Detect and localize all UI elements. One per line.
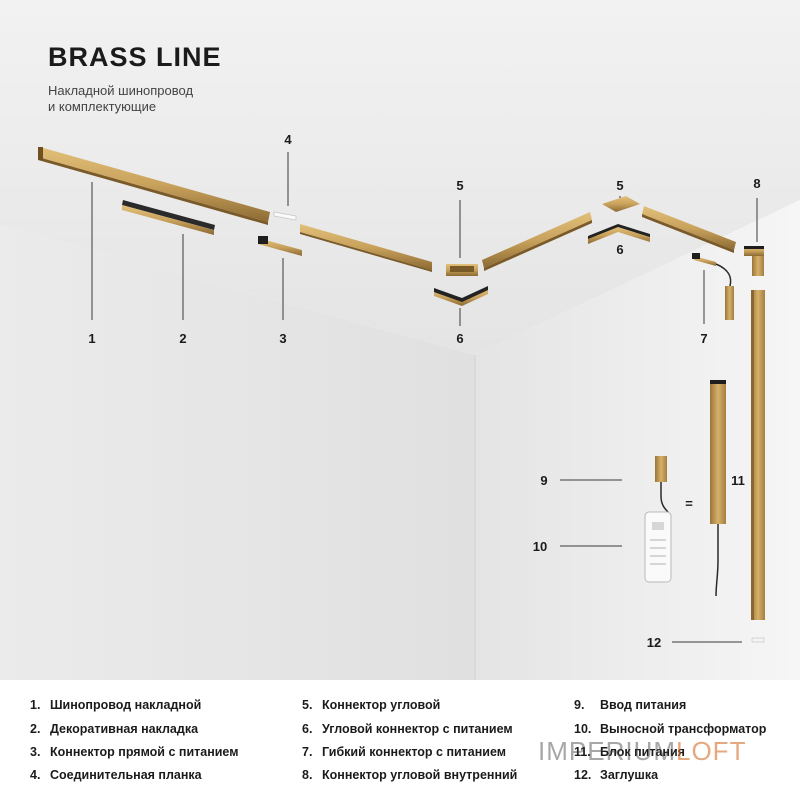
legend-number: 2. [30, 722, 41, 736]
power-corner-connector-right [588, 224, 650, 244]
legend-number: 6. [302, 722, 313, 736]
legend-number: 9. [574, 698, 585, 712]
callout-6a: 6 [456, 331, 463, 346]
power-supply-block [710, 380, 726, 597]
parts-legend: 1. Шинопровод накладной 2. Декоративная на… [0, 680, 800, 800]
legend-text: Ввод питания [600, 698, 687, 712]
legend-text: Заглушка [600, 768, 659, 782]
page-subtitle: Накладной шинопровод и комплектующие [48, 83, 193, 115]
watermark-logo: IMPERIUMLOFT [538, 736, 746, 767]
callout-12: 12 [647, 635, 661, 650]
callout-7: 7 [700, 331, 707, 346]
callout-4: 4 [284, 132, 292, 147]
legend-number: 3. [30, 745, 41, 759]
legend-number: 5. [302, 698, 313, 712]
legend-text: Блок питания [600, 745, 685, 759]
legend-number: 8. [302, 768, 313, 782]
legend-text: Гибкий коннектор с питанием [322, 745, 507, 759]
legend-text: Угловой коннектор с питанием [322, 722, 513, 736]
legend-text: Коннектор угловой [322, 698, 441, 712]
callout-8: 8 [753, 176, 760, 191]
room-scene: 1 2 3 4 5 6 5 6 7 8 9 10 11 12 = [0, 0, 800, 680]
subtitle-line-1: Накладной шинопровод [48, 83, 194, 98]
decorative-cover [122, 200, 215, 235]
ceiling-plane [0, 0, 800, 355]
watermark-part-1: IMPERIUM [538, 736, 676, 766]
corner-connector-left [446, 264, 478, 276]
page-title: BRASS LINE [48, 42, 222, 72]
legend-number: 7. [302, 745, 313, 759]
legend-text: Коннектор угловой внутренний [322, 768, 518, 782]
legend-number: 11. [574, 745, 591, 759]
corner-connector-right [602, 196, 640, 212]
legend-number: 1. [30, 698, 41, 712]
legend-number: 12. [574, 768, 592, 782]
legend-item: 11. Блок питания [574, 745, 685, 759]
callout-lines [91, 152, 758, 643]
legend-item: 12. Заглушка [574, 768, 658, 782]
track-segment-3 [482, 212, 592, 271]
legend-text: Соединительная планка [50, 768, 202, 782]
callout-5b: 5 [616, 178, 623, 193]
legend-number: 4. [30, 768, 41, 782]
legend-text: Шинопровод накладной [50, 698, 202, 712]
legend-text: Выносной трансформатор [600, 722, 767, 736]
callout-6b: 6 [616, 242, 623, 257]
remote-transformer [644, 511, 672, 583]
track-surface [38, 147, 270, 225]
legend-text: Коннектор прямой с питанием [50, 745, 239, 759]
legend-item: 7. Гибкий коннектор с питанием [302, 745, 506, 759]
power-corner-connector-left [434, 286, 488, 306]
flexible-connector [692, 253, 734, 320]
legend-item: 3. Коннектор прямой с питанием [30, 745, 238, 759]
legend-item: 4. Соединительная планка [30, 768, 202, 782]
vertical-track [751, 290, 765, 620]
subtitle-line-2: и комплектующие [48, 99, 157, 114]
callout-5a: 5 [456, 178, 463, 193]
legend-item: 5. Коннектор угловой [302, 698, 440, 712]
legend-item: 10. Выносной трансформатор [574, 722, 766, 736]
left-wall [0, 225, 475, 680]
end-cap [751, 637, 765, 643]
legend-number: 10. [574, 722, 592, 736]
callout-1: 1 [88, 331, 95, 346]
power-input [655, 456, 669, 513]
callout-2: 2 [179, 331, 186, 346]
legend-text: Декоративная накладка [50, 722, 199, 736]
equals-sign: = [685, 496, 693, 511]
track-segment-4 [642, 206, 736, 253]
legend-item: 8. Коннектор угловой внутренний [302, 768, 517, 782]
inner-corner-connector [744, 246, 764, 276]
legend-item: 1. Шинопровод накладной [30, 698, 201, 712]
straight-connector [258, 236, 302, 256]
callout-11: 11 [731, 473, 745, 488]
legend-item: 9. Ввод питания [574, 698, 686, 712]
callout-10: 10 [533, 539, 547, 554]
track-segment-2 [300, 224, 432, 272]
legend-item: 6. Угловой коннектор с питанием [302, 722, 513, 736]
callout-9: 9 [540, 473, 547, 488]
legend-item: 2. Декоративная накладка [30, 722, 198, 736]
callout-3: 3 [279, 331, 286, 346]
watermark-part-2: LOFT [676, 736, 747, 766]
joining-plate [273, 211, 297, 221]
